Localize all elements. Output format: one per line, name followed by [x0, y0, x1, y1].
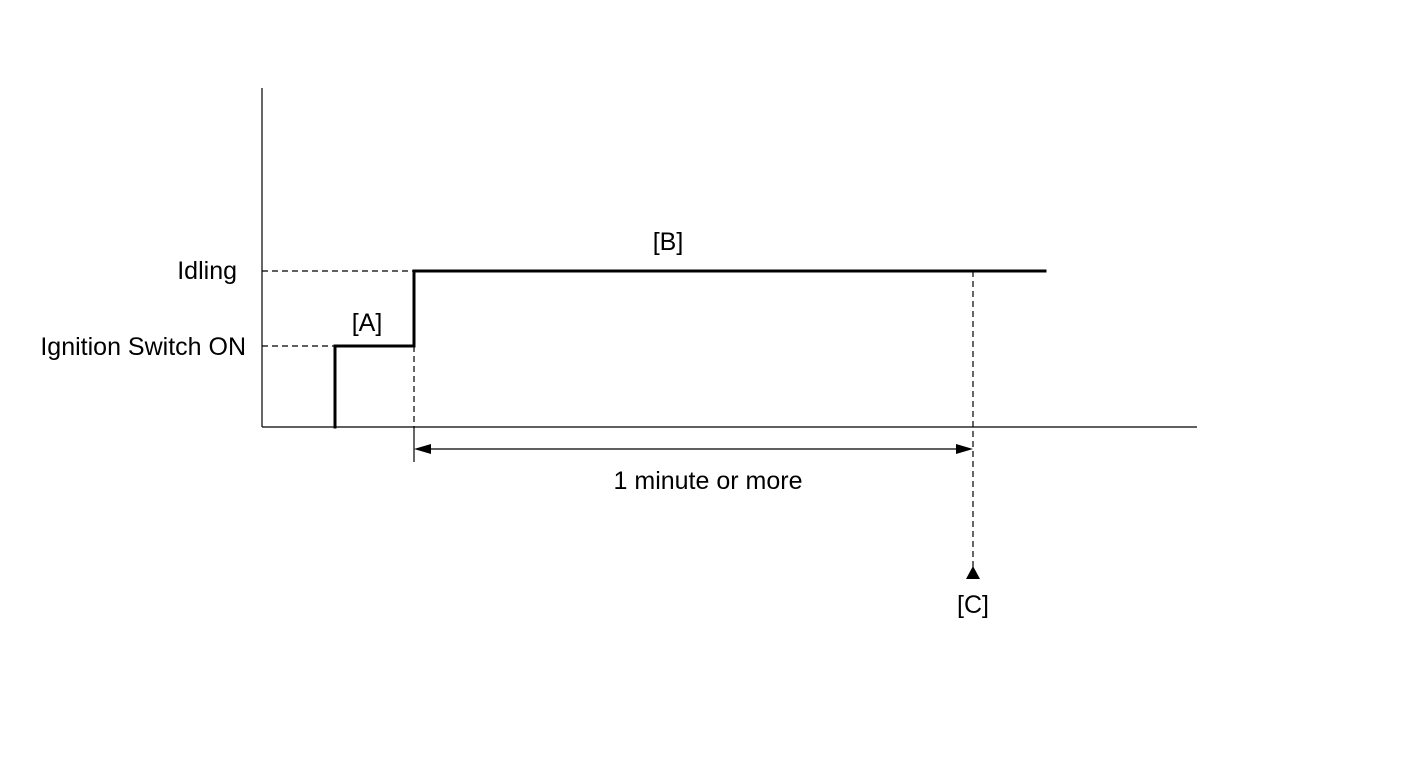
phase-label-b: [B]: [653, 228, 684, 256]
level-label-idling: Idling: [177, 257, 237, 285]
duration-arrow-left-head: [414, 444, 431, 454]
phase-label-c: [C]: [957, 591, 989, 619]
phase-c-marker-icon: [966, 566, 980, 579]
duration-label: 1 minute or more: [614, 467, 803, 495]
engine-state-trace: [333, 269, 1047, 429]
duration-arrow-right-head: [956, 444, 973, 454]
level-label-ignition-on: Ignition Switch ON: [40, 333, 246, 361]
phase-label-a: [A]: [352, 309, 383, 337]
